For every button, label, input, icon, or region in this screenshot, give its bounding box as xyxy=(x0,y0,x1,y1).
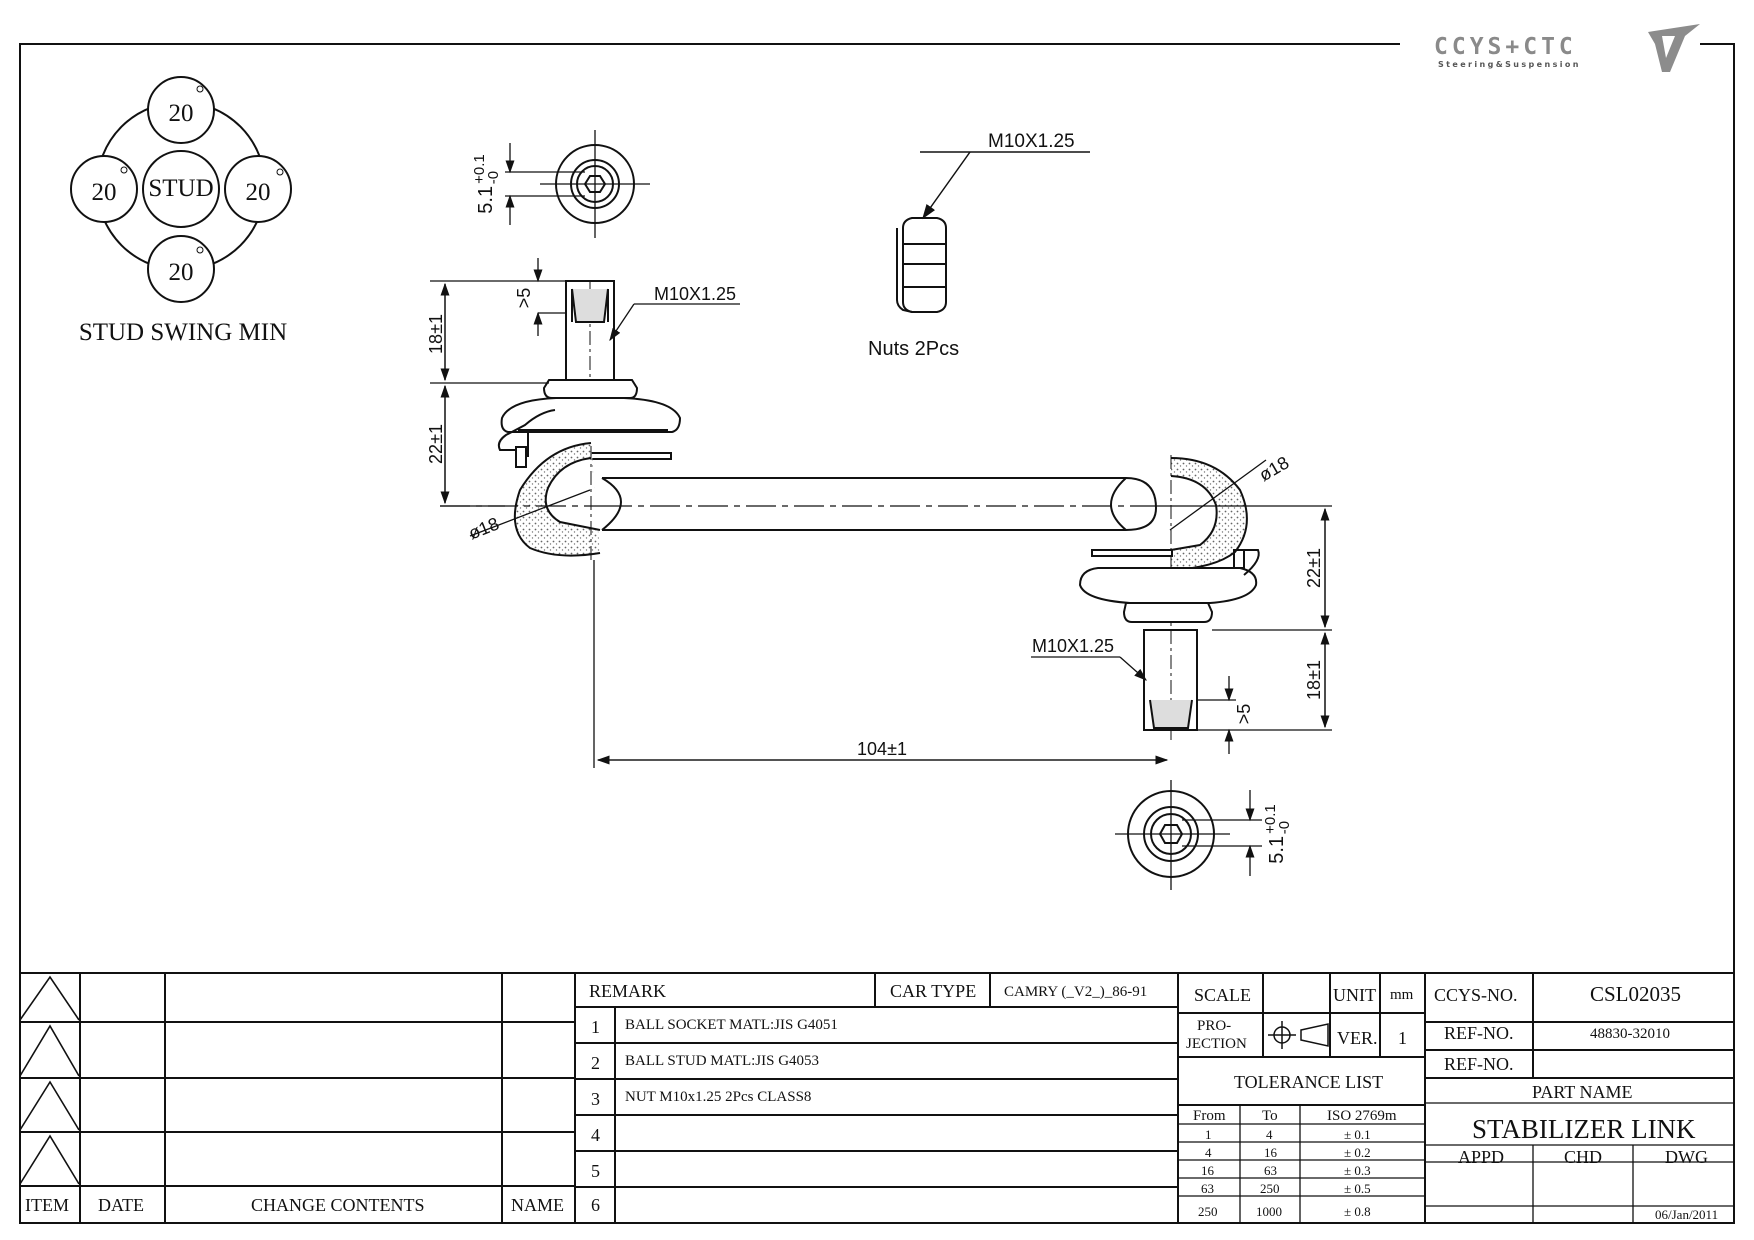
swing-angle-right: 20 xyxy=(246,179,271,206)
stabilizer-link-assembly xyxy=(440,280,1267,740)
swing-angle-top: 20 xyxy=(169,100,194,127)
thread-callout-top: M10X1.25 xyxy=(654,284,736,304)
dwg-label: DWG xyxy=(1665,1147,1708,1167)
stud-swing-diagram xyxy=(70,76,292,303)
appd-label: APPD xyxy=(1458,1147,1505,1167)
remark-no-4: 4 xyxy=(591,1125,600,1145)
remark-no-3: 3 xyxy=(591,1089,600,1109)
dim-stud-length-top: 18±1 xyxy=(426,314,446,354)
ccys-no-label: CCYS-NO. xyxy=(1434,985,1518,1005)
dimension-lines xyxy=(430,258,1332,768)
header-date: DATE xyxy=(98,1195,144,1215)
ver-label: VER. xyxy=(1337,1028,1378,1048)
tol-row-3-to: 63 xyxy=(1264,1163,1277,1178)
projection-label-line1: PRO- xyxy=(1197,1018,1232,1034)
part-name-label: PART NAME xyxy=(1532,1082,1633,1102)
remark-label: REMARK xyxy=(589,981,667,1001)
tol-row-4-val: ± 0.5 xyxy=(1344,1181,1371,1196)
nuts-note: Nuts 2Pcs xyxy=(868,338,959,360)
header-item: ITEM xyxy=(25,1195,69,1215)
tol-row-1-val: ± 0.1 xyxy=(1344,1127,1371,1142)
tol-header-from: From xyxy=(1193,1108,1226,1124)
remark-no-2: 2 xyxy=(591,1053,600,1073)
company-logo: CCYS+CTC Steering&Suspension xyxy=(1400,14,1700,78)
tolerance-title: TOLERANCE LIST xyxy=(1234,1072,1384,1092)
ref-no-value: 48830-32010 xyxy=(1590,1026,1670,1042)
ver-value: 1 xyxy=(1398,1028,1407,1048)
car-type-value: CAMRY (_V2_)_86-91 xyxy=(1004,984,1148,1000)
remark-text-1: BALL SOCKET MATL:JIS G4051 xyxy=(625,1017,838,1033)
degree-marks xyxy=(120,85,284,254)
remark-no-6: 6 xyxy=(591,1195,600,1215)
header-name: NAME xyxy=(511,1195,564,1215)
ccys-no-value: CSL02035 xyxy=(1590,982,1682,1006)
chd-label: CHD xyxy=(1564,1147,1603,1167)
unit-value: mm xyxy=(1390,987,1414,1003)
scale-label: SCALE xyxy=(1194,985,1252,1005)
bottom-hex-view xyxy=(1115,780,1262,890)
tol-row-4-to: 250 xyxy=(1260,1181,1280,1196)
tol-row-2-val: ± 0.2 xyxy=(1344,1145,1371,1160)
tol-row-1-to: 4 xyxy=(1266,1127,1273,1142)
swing-angle-bottom: 20 xyxy=(169,259,194,286)
logo-mark-icon xyxy=(1648,24,1700,72)
tol-row-5-from: 250 xyxy=(1198,1204,1218,1219)
part-name-value: STABILIZER LINK xyxy=(1472,1114,1696,1144)
car-type-label: CAR TYPE xyxy=(890,981,977,1001)
dim-hex-bottom: 5.1+0.1-0 xyxy=(1262,804,1293,863)
dim-socket-height-top: 22±1 xyxy=(426,424,446,464)
dim-hex-top: 5.1+0.1-0 xyxy=(471,154,502,213)
technical-drawing: 20 20 20 20 STUD STUD SWING MIN 5.1+0.1-… xyxy=(70,76,1332,890)
swing-center-label: STUD xyxy=(148,175,213,202)
dim-gt5-bottom: >5 xyxy=(1234,704,1254,725)
logo-brand: CCYS+CTC xyxy=(1434,34,1577,60)
dim-stud-length-bottom: 18±1 xyxy=(1304,660,1324,700)
projection-label-line2: JECTION xyxy=(1186,1036,1247,1052)
dim-ball-diameter-top: ø18 xyxy=(466,513,502,543)
drawing-date: 06/Jan/2011 xyxy=(1655,1207,1719,1222)
remark-no-1: 1 xyxy=(591,1017,600,1037)
ref-no2-label: REF-NO. xyxy=(1444,1054,1514,1074)
remark-text-3: NUT M10x1.25 2Pcs CLASS8 xyxy=(625,1089,812,1105)
thread-callout-bottom: M10X1.25 xyxy=(1032,636,1114,656)
tol-row-3-val: ± 0.3 xyxy=(1344,1163,1371,1178)
dim-ball-diameter-bottom: ø18 xyxy=(1256,452,1293,485)
dim-gt5-top: >5 xyxy=(514,288,534,309)
logo-tagline: Steering&Suspension xyxy=(1438,60,1581,69)
top-hex-view xyxy=(505,130,650,238)
swing-angle-left: 20 xyxy=(92,179,117,206)
nut-view xyxy=(896,151,1090,313)
remark-text-2: BALL STUD MATL:JIS G4053 xyxy=(625,1053,820,1069)
tol-row-5-to: 1000 xyxy=(1256,1204,1282,1219)
swing-caption: STUD SWING MIN xyxy=(79,319,287,346)
header-change-contents: CHANGE CONTENTS xyxy=(251,1195,425,1215)
unit-label: UNIT xyxy=(1333,985,1376,1005)
remark-no-5: 5 xyxy=(591,1161,600,1181)
tol-row-2-from: 4 xyxy=(1205,1145,1212,1160)
tol-row-2-to: 16 xyxy=(1264,1145,1277,1160)
dim-socket-height-bottom: 22±1 xyxy=(1304,548,1324,588)
tol-row-4-from: 63 xyxy=(1201,1181,1214,1196)
tol-row-5-val: ± 0.8 xyxy=(1344,1204,1371,1219)
nut-thread-callout: M10X1.25 xyxy=(988,131,1075,152)
tol-header-to: To xyxy=(1262,1108,1278,1124)
ref-no-label: REF-NO. xyxy=(1444,1023,1514,1043)
tol-header-iso: ISO 2769m xyxy=(1327,1108,1397,1124)
dim-center-distance: 104±1 xyxy=(857,739,907,759)
tol-row-3-from: 16 xyxy=(1201,1163,1214,1178)
tol-row-1-from: 1 xyxy=(1205,1127,1212,1142)
drawing-frame xyxy=(19,43,1735,1223)
